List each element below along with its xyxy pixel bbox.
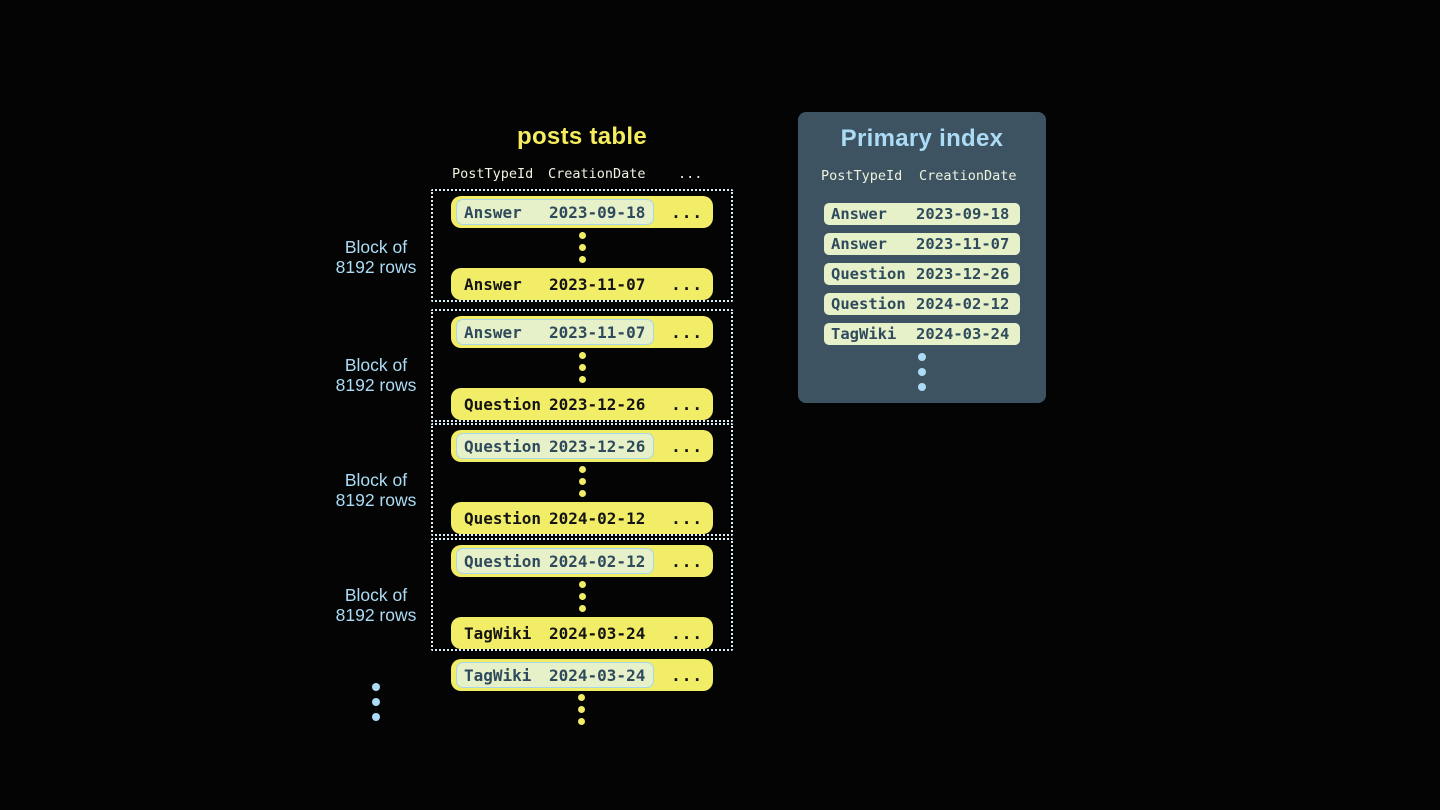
index-header-posttypeid: PostTypeId [821, 168, 903, 184]
row-more-columns: ... [671, 322, 703, 342]
block-label-4: Block of 8192 rows [318, 585, 434, 625]
block-label-2: Block of 8192 rows [318, 355, 434, 395]
block-label-line2: 8192 rows [335, 375, 417, 395]
block-label-line2: 8192 rows [335, 605, 417, 625]
row-cells: Question 2024-02-12 [456, 505, 654, 531]
index-row-creationdate: 2024-03-24 [916, 325, 1010, 343]
more-blocks-dots [372, 683, 380, 721]
more-index-entries-dots [798, 353, 1046, 391]
block-box-3: Question 2023-12-26 ... Question 2024-02… [431, 423, 733, 536]
block-label-line1: Block of [344, 470, 408, 490]
row-cells: TagWiki 2024-03-24 [456, 620, 654, 646]
posts-header-creationdate: CreationDate [548, 166, 646, 182]
row-more-columns: ... [671, 394, 703, 414]
row-posttype: Answer [464, 202, 522, 222]
row-creationdate: 2023-12-26 [549, 436, 646, 456]
row-posttype: Answer [464, 274, 522, 294]
row-creationdate: 2024-02-12 [549, 551, 646, 571]
block-box-2: Answer 2023-11-07 ... Question 2023-12-2… [431, 309, 733, 422]
row-creationdate: 2024-03-24 [549, 665, 646, 685]
table-row: TagWiki 2024-03-24 ... [451, 659, 713, 691]
row-more-columns: ... [671, 665, 703, 685]
row-posttype: Question [464, 551, 542, 571]
block-label-line1: Block of [344, 237, 408, 257]
row-posttype: TagWiki [464, 665, 532, 685]
block-label-line1: Block of [344, 355, 408, 375]
row-creationdate: 2023-11-07 [549, 274, 646, 294]
ellipsis-dots-vertical [433, 232, 731, 263]
index-row-creationdate: 2023-11-07 [916, 235, 1010, 253]
ellipsis-dots-vertical [433, 466, 731, 497]
row-posttype: TagWiki [464, 623, 532, 643]
ellipsis-dots-vertical [433, 581, 731, 612]
index-row: Answer 2023-09-18 [824, 203, 1020, 225]
table-row: Answer 2023-11-07 ... [451, 316, 713, 348]
indexed-row-highlight: TagWiki 2024-03-24 [456, 662, 654, 688]
row-posttype: Question [464, 508, 542, 528]
index-row-creationdate: 2023-09-18 [916, 205, 1010, 223]
row-creationdate: 2023-12-26 [549, 394, 646, 414]
block-label-1: Block of 8192 rows [318, 237, 434, 277]
index-row-creationdate: 2023-12-26 [916, 265, 1010, 283]
row-creationdate: 2024-02-12 [549, 508, 646, 528]
row-more-columns: ... [671, 436, 703, 456]
index-row-posttype: Answer [831, 205, 887, 223]
block-label-3: Block of 8192 rows [318, 470, 434, 510]
row-creationdate: 2023-11-07 [549, 322, 646, 342]
posts-table-title: posts table [517, 123, 647, 150]
table-row: Question 2024-02-12 ... [451, 502, 713, 534]
index-row-posttype: TagWiki [831, 325, 897, 343]
ellipsis-dots-vertical [433, 352, 731, 383]
row-more-columns: ... [671, 508, 703, 528]
index-row: TagWiki 2024-03-24 [824, 323, 1020, 345]
indexed-row-highlight: Question 2023-12-26 [456, 433, 654, 459]
index-row-posttype: Question [831, 265, 906, 283]
index-header-creationdate: CreationDate [919, 168, 1017, 184]
index-row-posttype: Answer [831, 235, 887, 253]
row-posttype: Question [464, 394, 542, 414]
row-cells: Question 2023-12-26 [456, 391, 654, 417]
table-row: TagWiki 2024-03-24 ... [451, 617, 713, 649]
block-label-line2: 8192 rows [335, 490, 417, 510]
row-cells: Answer 2023-11-07 [456, 271, 654, 297]
indexed-row-highlight: Question 2024-02-12 [456, 548, 654, 574]
row-more-columns: ... [671, 623, 703, 643]
more-rows-dots [578, 694, 585, 725]
block-box-4: Question 2024-02-12 ... TagWiki 2024-03-… [431, 538, 733, 651]
posts-header-posttypeid: PostTypeId [452, 166, 534, 182]
posts-header-more-columns: ... [678, 166, 703, 182]
indexed-row-highlight: Answer 2023-11-07 [456, 319, 654, 345]
table-row: Question 2023-12-26 ... [451, 388, 713, 420]
index-row: Question 2024-02-12 [824, 293, 1020, 315]
table-row: Question 2024-02-12 ... [451, 545, 713, 577]
row-creationdate: 2023-09-18 [549, 202, 646, 222]
block-label-line1: Block of [344, 585, 408, 605]
row-more-columns: ... [671, 274, 703, 294]
indexed-row-highlight: Answer 2023-09-18 [456, 199, 654, 225]
row-more-columns: ... [671, 551, 703, 571]
primary-index-panel: Primary index PostTypeId CreationDate An… [798, 112, 1046, 403]
row-posttype: Answer [464, 322, 522, 342]
table-row: Question 2023-12-26 ... [451, 430, 713, 462]
block-label-line2: 8192 rows [335, 257, 417, 277]
index-row-posttype: Question [831, 295, 906, 313]
index-row-creationdate: 2024-02-12 [916, 295, 1010, 313]
block-box-1: Answer 2023-09-18 ... Answer 2023-11-07 … [431, 189, 733, 302]
table-row: Answer 2023-09-18 ... [451, 196, 713, 228]
primary-index-title: Primary index [840, 125, 1004, 152]
row-more-columns: ... [671, 202, 703, 222]
index-row: Answer 2023-11-07 [824, 233, 1020, 255]
index-row: Question 2023-12-26 [824, 263, 1020, 285]
row-creationdate: 2024-03-24 [549, 623, 646, 643]
row-posttype: Question [464, 436, 542, 456]
table-row: Answer 2023-11-07 ... [451, 268, 713, 300]
